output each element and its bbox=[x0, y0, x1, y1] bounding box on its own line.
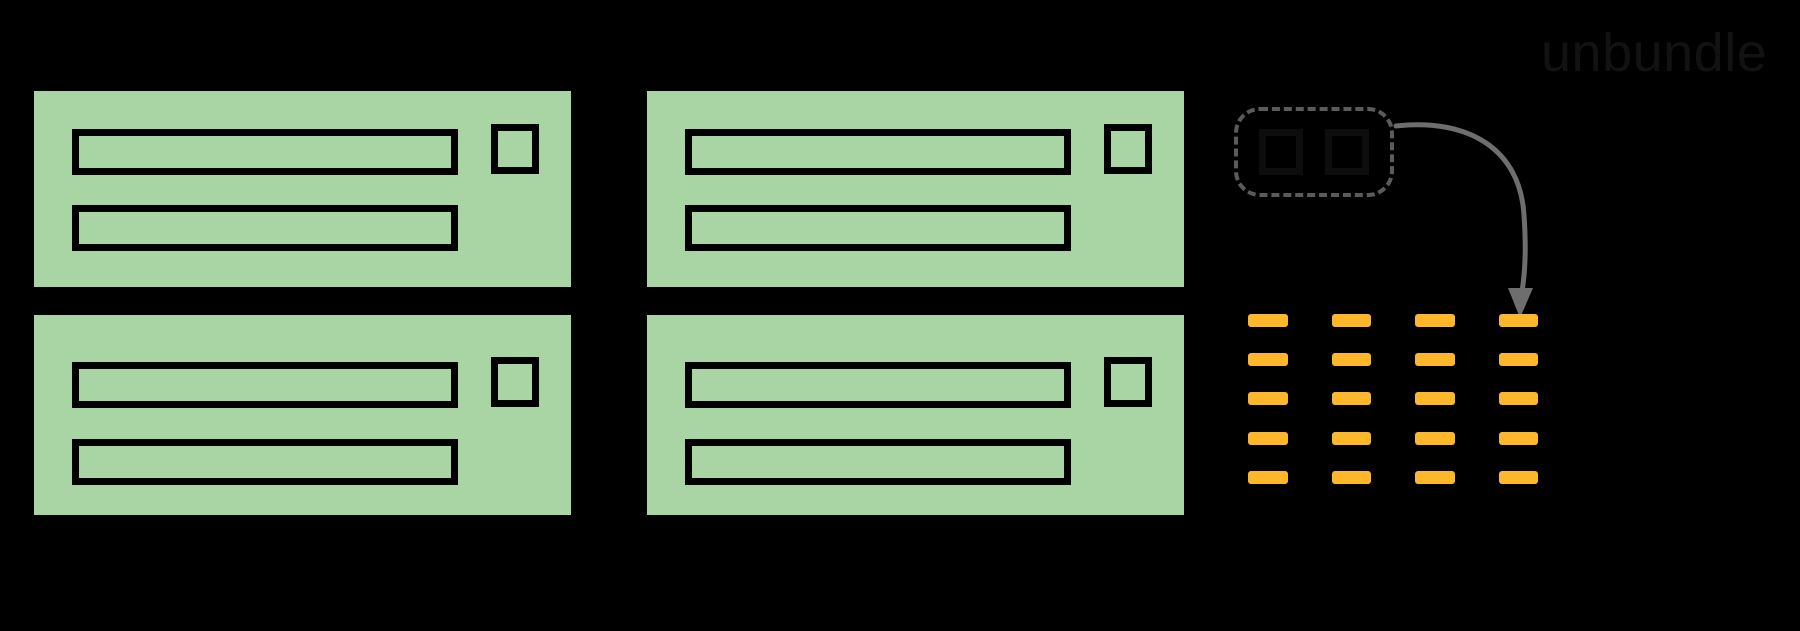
dash-item bbox=[1415, 470, 1455, 484]
dash-item bbox=[1415, 431, 1455, 445]
dash-item bbox=[1498, 431, 1538, 445]
card-square-icon bbox=[1104, 124, 1152, 174]
dash-item bbox=[1331, 431, 1371, 445]
unbundled-dash-grid bbox=[1248, 314, 1538, 484]
dash-item bbox=[1248, 392, 1288, 406]
dash-item bbox=[1415, 353, 1455, 367]
dash-item bbox=[1248, 431, 1288, 445]
dash-item bbox=[1498, 353, 1538, 367]
card-bar-bottom bbox=[72, 439, 458, 485]
dash-item bbox=[1498, 470, 1538, 484]
dash-item bbox=[1498, 392, 1538, 406]
dash-item bbox=[1331, 392, 1371, 406]
card-bottom-left[interactable] bbox=[34, 315, 571, 515]
unbundled-square-1[interactable] bbox=[1259, 129, 1303, 175]
card-square-icon bbox=[1104, 357, 1152, 407]
unbundled-group[interactable] bbox=[1234, 107, 1394, 197]
card-bottom-right[interactable] bbox=[647, 315, 1184, 515]
card-square-icon bbox=[491, 124, 539, 174]
card-bar-bottom bbox=[685, 439, 1071, 485]
card-bar-top bbox=[685, 362, 1071, 408]
card-top-right[interactable] bbox=[647, 91, 1184, 287]
dash-item bbox=[1248, 353, 1288, 367]
dash-item bbox=[1248, 470, 1288, 484]
dash-item bbox=[1248, 314, 1288, 328]
dash-item bbox=[1331, 353, 1371, 367]
dash-item bbox=[1415, 392, 1455, 406]
unbundle-arrow-path bbox=[1393, 122, 1528, 307]
dash-item bbox=[1331, 470, 1371, 484]
card-bar-top bbox=[685, 129, 1071, 175]
dash-item bbox=[1331, 314, 1371, 328]
dash-item bbox=[1498, 314, 1538, 328]
card-bar-bottom bbox=[685, 205, 1071, 251]
card-bar-top bbox=[72, 362, 458, 408]
dash-item bbox=[1415, 314, 1455, 328]
unbundled-square-2[interactable] bbox=[1325, 129, 1369, 175]
card-bar-bottom bbox=[72, 205, 458, 251]
card-square-icon bbox=[491, 357, 539, 407]
card-bar-top bbox=[72, 129, 458, 175]
card-top-left[interactable] bbox=[34, 91, 571, 287]
unbundle-label: unbundle bbox=[1541, 23, 1768, 83]
